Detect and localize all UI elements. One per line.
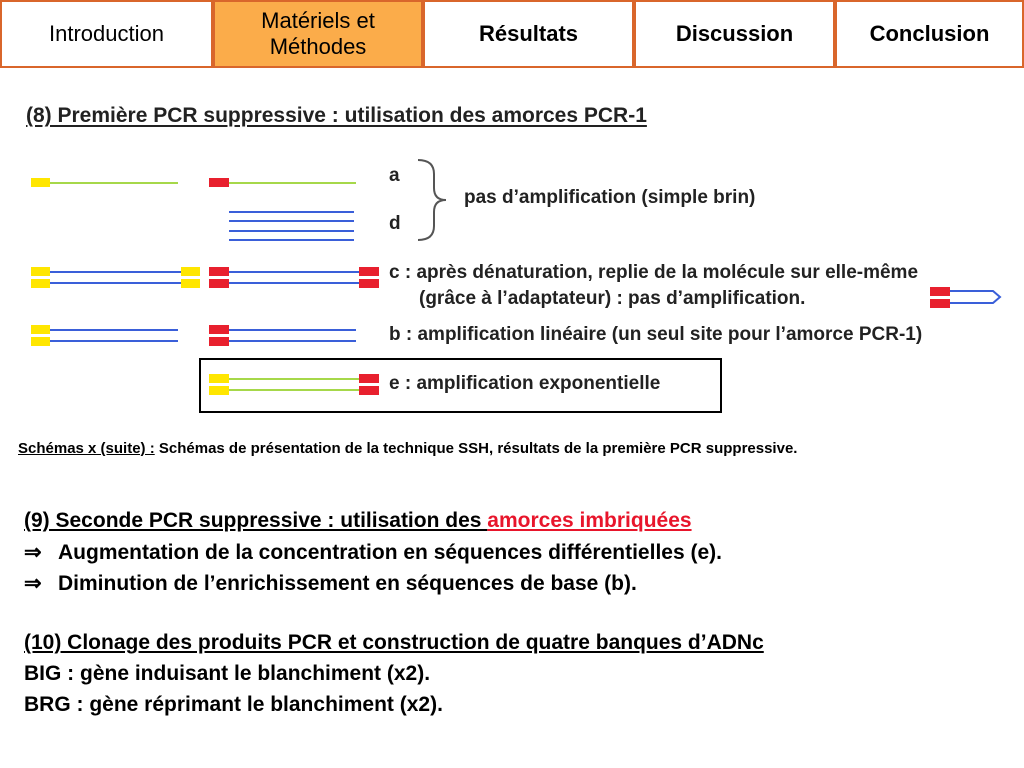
section9-point2: ⇒ Diminution de l’enrichissement en séque… [24, 571, 637, 596]
molecule-e [209, 374, 379, 395]
tab-conclusion-label: Conclusion [869, 21, 990, 46]
exponential-box [199, 358, 722, 413]
section10-line2: BRG : gène réprimant le blanchiment (x2)… [24, 693, 443, 716]
section9-heading-highlight: amorces imbriquées [487, 509, 692, 532]
molecule-c-left [31, 267, 200, 288]
diagram-title: (8) Première PCR suppressive : utilisati… [26, 104, 647, 127]
hairpin-molecule [930, 287, 1002, 308]
section9-point1-text: Augmentation de la concentration en séqu… [58, 541, 722, 564]
molecule-b-left [31, 325, 178, 346]
label-e: e : amplification exponentielle [389, 373, 661, 394]
tab-conclusion[interactable]: Conclusion [835, 0, 1024, 68]
section9-point1: ⇒ Augmentation de la concentration en séq… [24, 540, 722, 565]
section9-point2-text: Diminution de l’enrichissement en séquen… [58, 572, 637, 595]
implies-arrow-icon: ⇒ [24, 572, 42, 595]
caption-prefix: Schémas x (suite) : [18, 440, 155, 457]
molecule-a-right [209, 178, 356, 187]
tab-materiels-label-line2: Méthodes [269, 34, 367, 59]
molecule-d [229, 211, 354, 241]
tab-discussion[interactable]: Discussion [634, 0, 835, 68]
tab-introduction[interactable]: Introduction [0, 0, 213, 68]
pcr-diagram [31, 159, 1002, 413]
section9-heading-prefix: (9) Seconde PCR suppressive : utilisatio… [24, 509, 488, 532]
section10-heading: (10) Clonage des produits PCR et constru… [24, 631, 764, 654]
tab-resultats[interactable]: Résultats [423, 0, 634, 68]
caption-text: Schémas de présentation de la technique … [154, 440, 798, 457]
label-d: d [389, 213, 401, 234]
tab-materiels-label-line1: Matériels et [261, 8, 375, 33]
section9-heading: (9) Seconde PCR suppressive : utilisatio… [24, 509, 692, 533]
label-c-line2: (grâce à l’adaptateur) : pas d’amplifica… [419, 288, 806, 309]
section-nav: Introduction Matériels et Méthodes Résul… [0, 0, 1024, 70]
label-b: b : amplification linéaire (un seul site… [389, 324, 923, 345]
implies-arrow-icon: ⇒ [24, 541, 42, 564]
tab-resultats-label: Résultats [478, 21, 579, 46]
tab-materiels-methodes[interactable]: Matériels et Méthodes [213, 0, 423, 68]
molecule-b-right [209, 325, 356, 346]
tab-discussion-label: Discussion [675, 21, 794, 46]
brace-shape [417, 159, 447, 241]
molecule-a-left [31, 178, 178, 187]
brace-text: pas d’amplification (simple brin) [464, 187, 756, 208]
molecule-c-right [209, 267, 379, 288]
figure-caption: Schémas x (suite) : Schémas de présentat… [18, 440, 797, 457]
tab-introduction-label: Introduction [49, 21, 164, 46]
label-a: a [389, 165, 400, 186]
section10-line1: BIG : gène induisant le blanchiment (x2)… [24, 662, 431, 685]
label-c-line1: c : après dénaturation, replie de la mol… [389, 262, 919, 283]
